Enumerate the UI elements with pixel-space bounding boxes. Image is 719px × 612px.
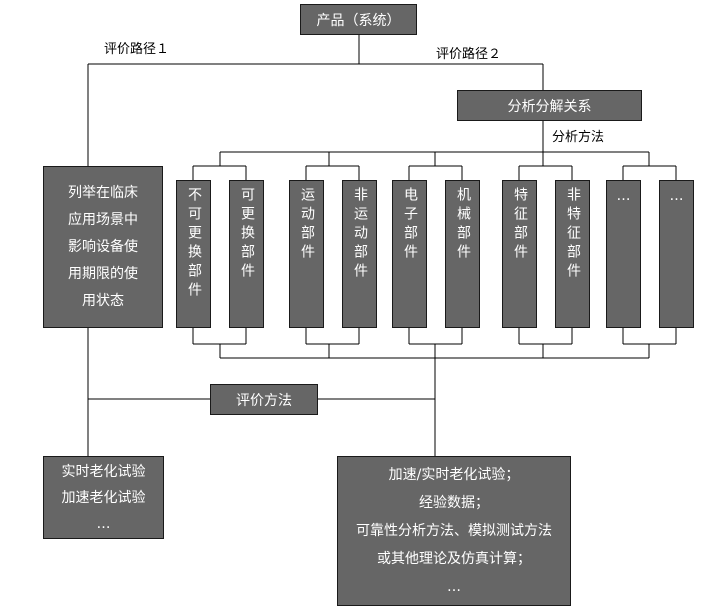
right-result-line: 或其他理论及仿真计算；: [377, 551, 531, 567]
left-result-line: 加速老化试验: [61, 489, 146, 506]
analysis-method-label: 分析方法: [552, 130, 605, 145]
right-result-line: 可靠性分析方法、模拟测试方法: [356, 523, 552, 539]
eval-method-label: 评价方法: [236, 392, 292, 409]
decompose-box: 分析分解关系: [457, 90, 642, 121]
pillar-text: 机械部件: [455, 187, 471, 263]
pillar-characteristic: 特征部件: [502, 180, 537, 328]
left-result-box: 实时老化试验 加速老化试验 …: [43, 456, 164, 539]
pillar-non-moving: 非运动部件: [342, 180, 377, 328]
pillar-text: …: [669, 188, 684, 204]
enumerate-box: 列举在临床 应用场景中 影响设备使 用期限的使 用状态: [43, 166, 163, 328]
product-label: 产品（系统）: [316, 12, 401, 29]
eval-method-box: 评价方法: [210, 384, 318, 415]
pillar-mechanical: 机械部件: [445, 180, 480, 328]
left-result-line: 实时老化试验: [61, 463, 146, 480]
path1-label: 评价路径１: [104, 42, 170, 57]
pillar-text: 运动部件: [299, 187, 315, 263]
pillar-text: 特征部件: [512, 187, 528, 263]
pillar-electronic: 电子部件: [392, 180, 427, 328]
pillar-irreplaceable: 不可更换部件: [176, 180, 211, 328]
pillar-text: 可更换部件: [239, 187, 255, 282]
right-result-line: …: [447, 579, 461, 595]
right-result-line: 加速/实时老化试验；: [388, 467, 520, 483]
pillar-non-characteristic: 非特征部件: [555, 180, 590, 328]
left-result-line: …: [96, 515, 111, 532]
pillar-text: 非特征部件: [565, 187, 581, 282]
right-result-box: 加速/实时老化试验； 经验数据； 可靠性分析方法、模拟测试方法 或其他理论及仿真…: [337, 456, 571, 606]
enumerate-line: 列举在临床: [68, 184, 138, 201]
enumerate-line: 影响设备使: [68, 238, 138, 255]
pillar-replaceable: 可更换部件: [229, 180, 264, 328]
enumerate-line: 应用场景中: [68, 211, 138, 228]
enumerate-line: 用状态: [82, 292, 124, 309]
pillar-moving: 运动部件: [289, 180, 324, 328]
pillar-more-2: …: [659, 180, 694, 328]
pillar-more-1: …: [606, 180, 641, 328]
enumerate-line: 用期限的使: [68, 265, 138, 282]
product-box: 产品（系统）: [300, 4, 417, 35]
right-result-line: 经验数据；: [419, 495, 489, 511]
decompose-label: 分析分解关系: [507, 98, 592, 115]
pillar-text: 不可更换部件: [186, 187, 202, 301]
pillar-text: …: [616, 188, 631, 204]
pillar-text: 非运动部件: [352, 187, 368, 282]
path2-label: 评价路径２: [436, 47, 502, 62]
pillar-text: 电子部件: [402, 187, 418, 263]
